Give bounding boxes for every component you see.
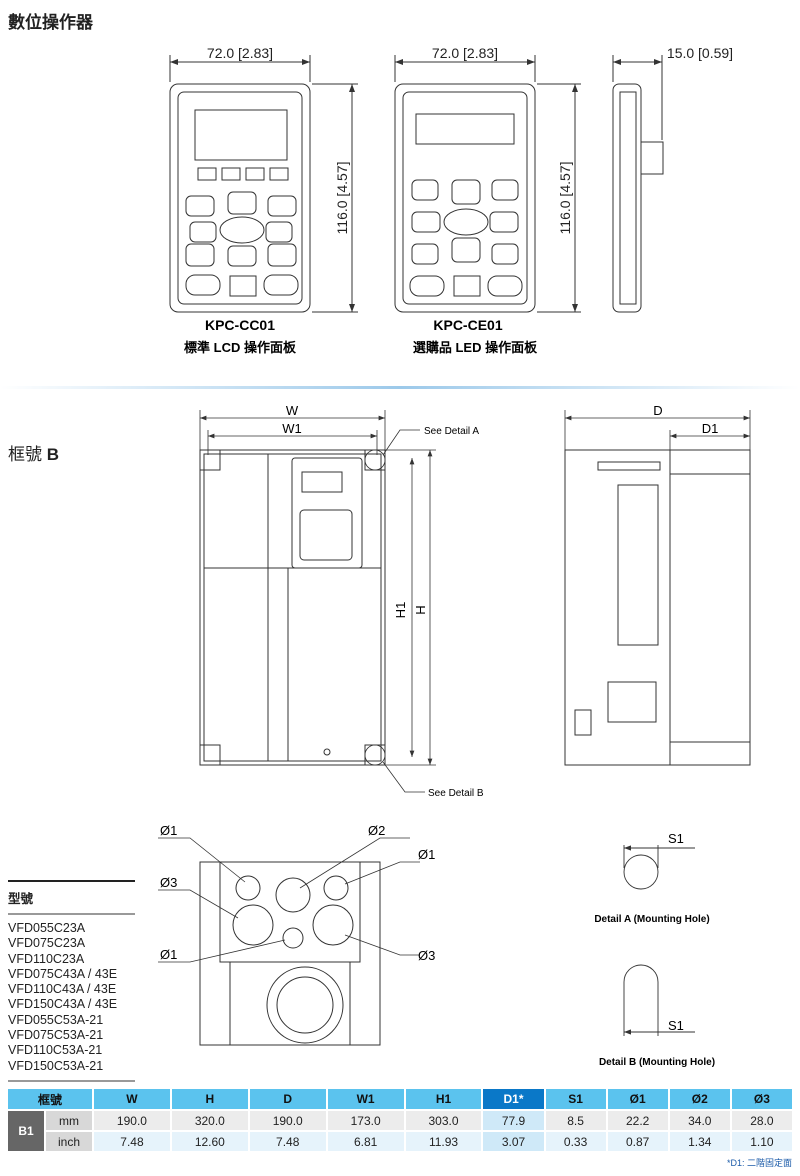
label-s1-b: S1 [668, 1018, 684, 1033]
table-cell: 11.93 [405, 1132, 482, 1151]
table-cell: 28.0 [731, 1111, 792, 1130]
keypad2-height-dim: 116.0 [4.57] [557, 162, 573, 235]
label-s1-a: S1 [668, 831, 684, 846]
model-list-header: 型號 [8, 880, 135, 915]
frame-label: 框號 B [8, 440, 59, 465]
unit-cell: mm [46, 1111, 92, 1130]
drive-bottom-view [199, 861, 381, 1046]
label-h: H [413, 605, 428, 614]
drive-side-view [564, 449, 751, 766]
label-phi1-right: Ø1 [418, 847, 435, 862]
keypad2-model: KPC-CE01 [433, 317, 502, 333]
table-header-row: 框號 W H D W1 H1 D1* S1 Ø1 Ø2 Ø3 [8, 1089, 792, 1109]
table-cell: 190.0 [249, 1111, 326, 1130]
model-item: VFD110C43A / 43E [8, 982, 117, 997]
keypad-side-drawing [612, 83, 664, 313]
table-cell: 34.0 [669, 1111, 730, 1130]
keypad1-height-dim: 116.0 [4.57] [334, 162, 350, 235]
table-cell: 77.9 [483, 1111, 544, 1130]
col-header: Ø2 [669, 1089, 730, 1109]
table-cell: 12.60 [171, 1132, 248, 1151]
table-cell: 173.0 [327, 1111, 404, 1130]
see-detail-a: See Detail A [424, 426, 479, 437]
detail-b-drawing [623, 964, 695, 1036]
col-header: H [171, 1089, 248, 1109]
section-title: 數位操作器 [8, 13, 93, 32]
see-detail-b: See Detail B [428, 788, 484, 799]
label-phi1-top: Ø1 [160, 823, 177, 838]
section-divider [0, 386, 800, 389]
table-cell: 190.0 [94, 1111, 170, 1130]
model-item: VFD055C53A-21 [8, 1012, 104, 1027]
model-item: VFD075C53A-21 [8, 1028, 104, 1043]
keypad1-width-dim: 72.0 [2.83] [207, 45, 273, 61]
col-header: Ø1 [607, 1089, 668, 1109]
keypad1-desc: 標準 LCD 操作面板 [184, 340, 297, 355]
side-width-dim: 15.0 [0.59] [667, 45, 733, 61]
label-h1: H1 [393, 602, 408, 619]
label-d: D [653, 403, 662, 418]
label-w1: W1 [282, 421, 302, 436]
col-header: Ø3 [731, 1089, 792, 1109]
unit-cell: inch [46, 1132, 92, 1151]
table-cell: 303.0 [405, 1111, 482, 1130]
table-cell: 320.0 [171, 1111, 248, 1130]
label-phi3-right: Ø3 [418, 948, 435, 963]
frame-cell: B1 [8, 1111, 44, 1151]
table-cell: 7.48 [94, 1132, 170, 1151]
dimension-table: 框號 W H D W1 H1 D1* S1 Ø1 Ø2 Ø3 B1 mm 190… [6, 1087, 794, 1153]
table-cell: 1.34 [669, 1132, 730, 1151]
table-cell: 1.10 [731, 1132, 792, 1151]
keypad2-width-dim: 72.0 [2.83] [432, 45, 498, 61]
col-header: W [94, 1089, 170, 1109]
col-header: W1 [327, 1089, 404, 1109]
table-row: B1 mm 190.0 320.0 190.0 173.0 303.0 77.9… [8, 1111, 792, 1151]
table-cell: 8.5 [545, 1111, 606, 1130]
detail-a-caption: Detail A (Mounting Hole) [594, 914, 709, 925]
model-item: VFD075C43A / 43E [8, 966, 118, 981]
model-item: VFD150C53A-21 [8, 1058, 104, 1073]
model-item: VFD110C23A [8, 951, 85, 966]
label-d1: D1 [702, 421, 719, 436]
model-item: VFD150C43A / 43E [8, 997, 118, 1012]
label-phi3-left: Ø3 [160, 875, 177, 890]
table-cell: 3.07 [483, 1132, 544, 1151]
detail-a-drawing [623, 845, 695, 890]
col-frame: 框號 [8, 1089, 92, 1109]
keypad-led-drawing [394, 83, 536, 313]
frame-id: B [46, 445, 60, 464]
frame-label-text: 框號 [8, 445, 42, 464]
keypad1-model: KPC-CC01 [205, 317, 275, 333]
table-cell: 22.2 [607, 1111, 668, 1130]
col-header: D1* [483, 1089, 544, 1109]
technical-drawings: 72.0 [2.83] 72.0 [2.83] 15.0 [0.59] 116.… [0, 45, 800, 1068]
table-cell: 7.48 [249, 1132, 326, 1151]
label-phi1-bottom: Ø1 [160, 947, 177, 962]
detail-b-caption: Detail B (Mounting Hole) [599, 1057, 715, 1068]
table-row: inch 7.48 12.60 7.48 6.81 11.93 3.07 0.3… [8, 1132, 792, 1151]
drive-front-view [199, 449, 386, 766]
keypad-lcd-drawing [169, 83, 311, 313]
label-w: W [286, 403, 299, 418]
model-item: VFD075C23A [8, 936, 86, 951]
table-cell: 0.87 [607, 1132, 668, 1151]
keypad2-desc: 選購品 LED 操作面板 [413, 340, 538, 355]
model-item: VFD110C53A-21 [8, 1043, 103, 1058]
model-list: 型號 VFD055C23A VFD075C23A VFD110C23A VFD0… [8, 880, 135, 1082]
col-header: H1 [405, 1089, 482, 1109]
model-item: VFD055C23A [8, 921, 86, 935]
footnote: *D1: 二階固定面 [726, 1158, 792, 1168]
table-cell: 6.81 [327, 1132, 404, 1151]
table-cell: 0.33 [545, 1132, 606, 1151]
col-header: D [249, 1089, 326, 1109]
label-phi2: Ø2 [368, 823, 385, 838]
col-header: S1 [545, 1089, 606, 1109]
